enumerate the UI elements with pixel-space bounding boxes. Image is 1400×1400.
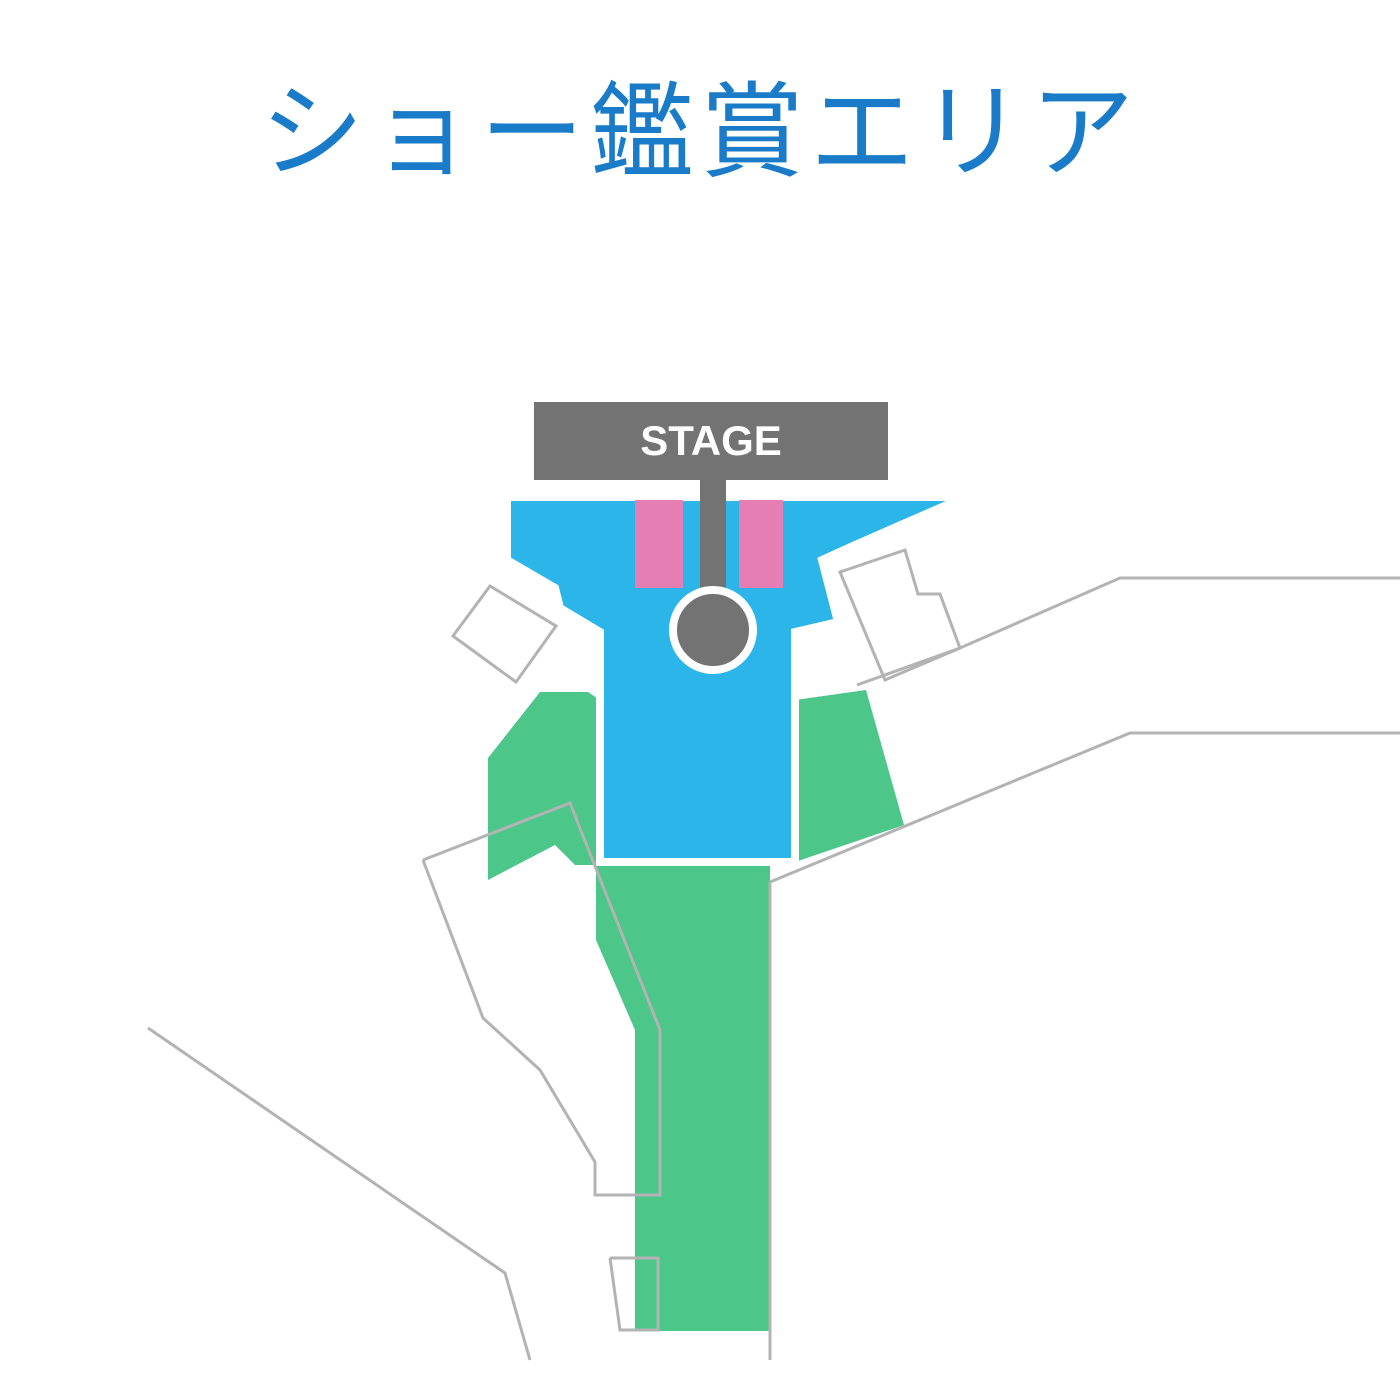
stage-round-thrust [669, 586, 757, 674]
green-area-left-wing [488, 692, 600, 880]
stage-label: STAGE [640, 417, 782, 464]
page-title: ショー鑑賞エリア [259, 71, 1140, 193]
path-outline-lower-left [147, 1026, 532, 1361]
path-outline-upper-right [856, 576, 1400, 687]
path-outline-small-bottom [608, 1256, 660, 1332]
reserved-seating-left [635, 500, 683, 588]
stage [534, 402, 888, 480]
green-area-right-wing [795, 690, 904, 862]
path-outline-center-left [421, 801, 662, 1197]
reserved-seating-right [739, 500, 783, 588]
venue-outlines [147, 548, 1400, 1361]
path-outline-middle-right [769, 731, 1400, 884]
building-outline-left-small [450, 584, 559, 685]
building-outline-right-small [837, 548, 962, 682]
blue-area [503, 493, 967, 866]
stage-structure: STAGE [534, 402, 888, 674]
blue-viewing-area [503, 493, 967, 866]
